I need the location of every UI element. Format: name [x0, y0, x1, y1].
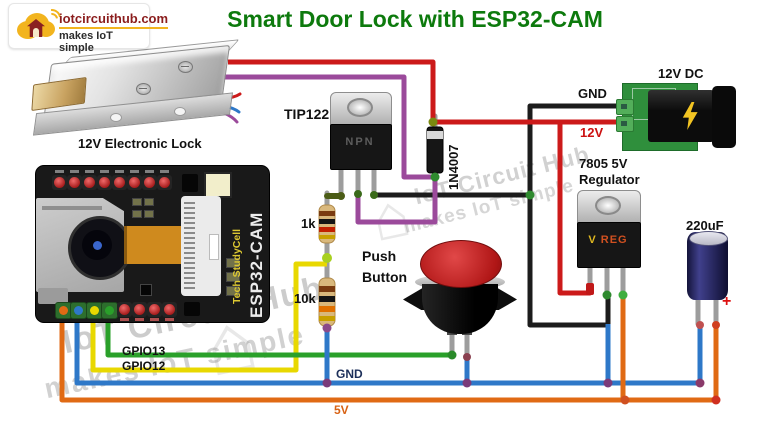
transistor-label: TIP122: [284, 106, 330, 122]
v5-wire-orange: [59, 294, 719, 403]
site-logo: iotcircuithub.com makes IoT simple: [8, 3, 169, 54]
junction-dots: [322, 117, 721, 405]
capacitor-220uf: [687, 231, 728, 300]
logo-tagline: makes IoT simple: [59, 30, 113, 54]
regulator-marking-reg: REG: [600, 234, 628, 246]
regulator-7805: V REG: [577, 190, 641, 268]
board-name-text: ESP32-CAM: [247, 211, 266, 318]
regulator-label-line1: 7805 5V: [579, 156, 628, 171]
jack-gnd-terminal: [616, 99, 634, 115]
resistor-10k: [318, 277, 336, 327]
regulator-marking-v: V: [588, 234, 597, 246]
logo-cloud-icon: [15, 5, 65, 41]
electronic-lock: [18, 39, 240, 136]
capacitor-polarity: +: [722, 293, 732, 310]
push-button-cap: [420, 240, 502, 288]
transistor-marking: NPN: [345, 136, 375, 148]
jack-label: 12V DC: [658, 66, 704, 81]
gpio12-wire-yellow: [90, 261, 327, 373]
transistor-tip122: NPN: [330, 92, 392, 170]
camera-ribbon-cable: [124, 226, 185, 264]
flash-led: [204, 172, 232, 198]
diode-label: 1N4007: [446, 144, 461, 190]
capacitor-label: 220uF: [686, 218, 724, 233]
push-button-label: Push Button: [362, 248, 408, 285]
net-label-gpio13: GPIO13: [122, 344, 166, 358]
net-label-5v: 5V: [334, 403, 349, 417]
jack-12v-terminal: [616, 116, 634, 132]
resistor-1k-label: 1k: [301, 216, 316, 231]
dc-power-jack: [616, 80, 738, 154]
push-button: [403, 240, 517, 336]
smd-transistor: [182, 174, 198, 192]
esp32-cam-board: Tech StudyCell ESP32-CAM: [35, 165, 270, 323]
logo-site-text: iotcircuithub.com: [59, 11, 169, 29]
net-label-gnd-bottom: GND: [336, 367, 363, 381]
board-brand-text: Tech StudyCell: [231, 228, 243, 304]
lock-label: 12V Electronic Lock: [78, 136, 202, 151]
gpio13-wire-green: [105, 308, 452, 358]
fpc-connector: [181, 196, 221, 296]
net-label-12v: 12V: [580, 125, 604, 140]
page-title: Smart Door Lock with ESP32-CAM: [227, 6, 603, 32]
net-label-gnd-top: GND: [578, 86, 607, 101]
net-label-gpio12: GPIO12: [122, 359, 166, 373]
resistor-1k: [318, 204, 336, 244]
camera-module: [68, 216, 132, 280]
diode-1n4007: [426, 126, 444, 174]
lock-wire-purple: [222, 74, 438, 225]
resistor-10k-label: 10k: [294, 291, 316, 306]
regulator-label-line2: Regulator: [579, 172, 640, 187]
